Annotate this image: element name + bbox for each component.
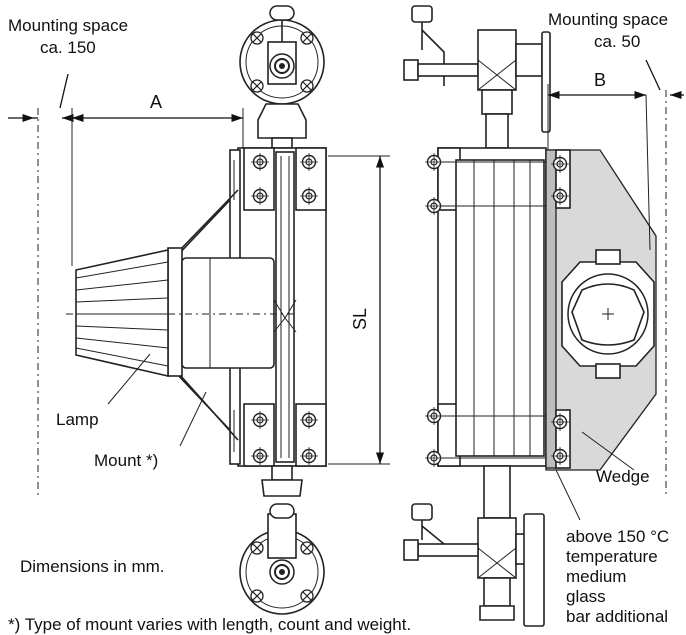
temperature-note-line-1: above 150 °C xyxy=(566,527,669,546)
footnote: *) Type of mount varies with length, cou… xyxy=(8,615,411,634)
mounting-space-right-value: ca. 50 xyxy=(594,32,640,51)
top-valve-side xyxy=(403,5,551,149)
bottom-valve-side xyxy=(403,465,545,627)
dimension-a-label: A xyxy=(150,92,162,112)
temperature-note-line-4: glass xyxy=(566,587,606,606)
lamp-and-mount xyxy=(66,189,296,441)
wedge-label: Wedge xyxy=(596,467,650,486)
mounting-space-left-value: ca. 150 xyxy=(40,38,96,57)
temperature-note-line-5: bar additional xyxy=(566,607,668,626)
temperature-note-line-3: medium xyxy=(566,567,626,586)
mounting-space-left-label: Mounting space xyxy=(8,16,128,35)
top-valve-front xyxy=(239,5,325,149)
dimensions-note: Dimensions in mm. xyxy=(20,557,165,576)
front-view xyxy=(8,5,390,615)
temperature-note-line-2: temperature xyxy=(566,547,658,566)
lamp-label: Lamp xyxy=(56,410,99,429)
mounting-space-right-label: Mounting space xyxy=(548,10,668,29)
dimension-sl-label: SL xyxy=(350,308,370,330)
bottom-valve-front xyxy=(239,465,325,615)
side-view xyxy=(403,5,684,627)
gauge-body-side xyxy=(424,147,657,471)
mount-label: Mount *) xyxy=(94,451,158,470)
dimension-b-label: B xyxy=(594,70,606,90)
